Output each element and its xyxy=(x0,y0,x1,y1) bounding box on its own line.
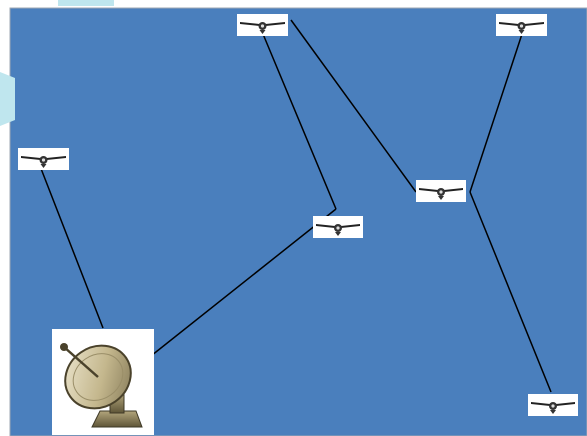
link-ground-station-to-sat-center xyxy=(131,208,337,372)
decorative-shape xyxy=(0,72,15,126)
link-sat-top-center-to-sat-right-middle xyxy=(290,19,417,193)
uav-icon xyxy=(18,148,69,170)
link-sat-left-to-ground-station xyxy=(39,165,104,329)
decorative-tab xyxy=(58,0,114,6)
uav-icon xyxy=(237,14,288,36)
nodes-layer xyxy=(18,14,578,435)
uav-icon xyxy=(416,180,466,202)
link-sat-center-to-sat-top-center xyxy=(262,33,337,210)
link-sat-right-middle-to-sat-bottom-right xyxy=(469,191,552,393)
uav-icon xyxy=(496,14,547,36)
link-sat-right-middle-to-sat-top-right xyxy=(469,33,523,193)
uav-icon xyxy=(528,394,578,416)
satellite-dish-icon xyxy=(52,329,154,435)
uav-icon xyxy=(313,216,363,238)
links-layer xyxy=(39,19,552,393)
